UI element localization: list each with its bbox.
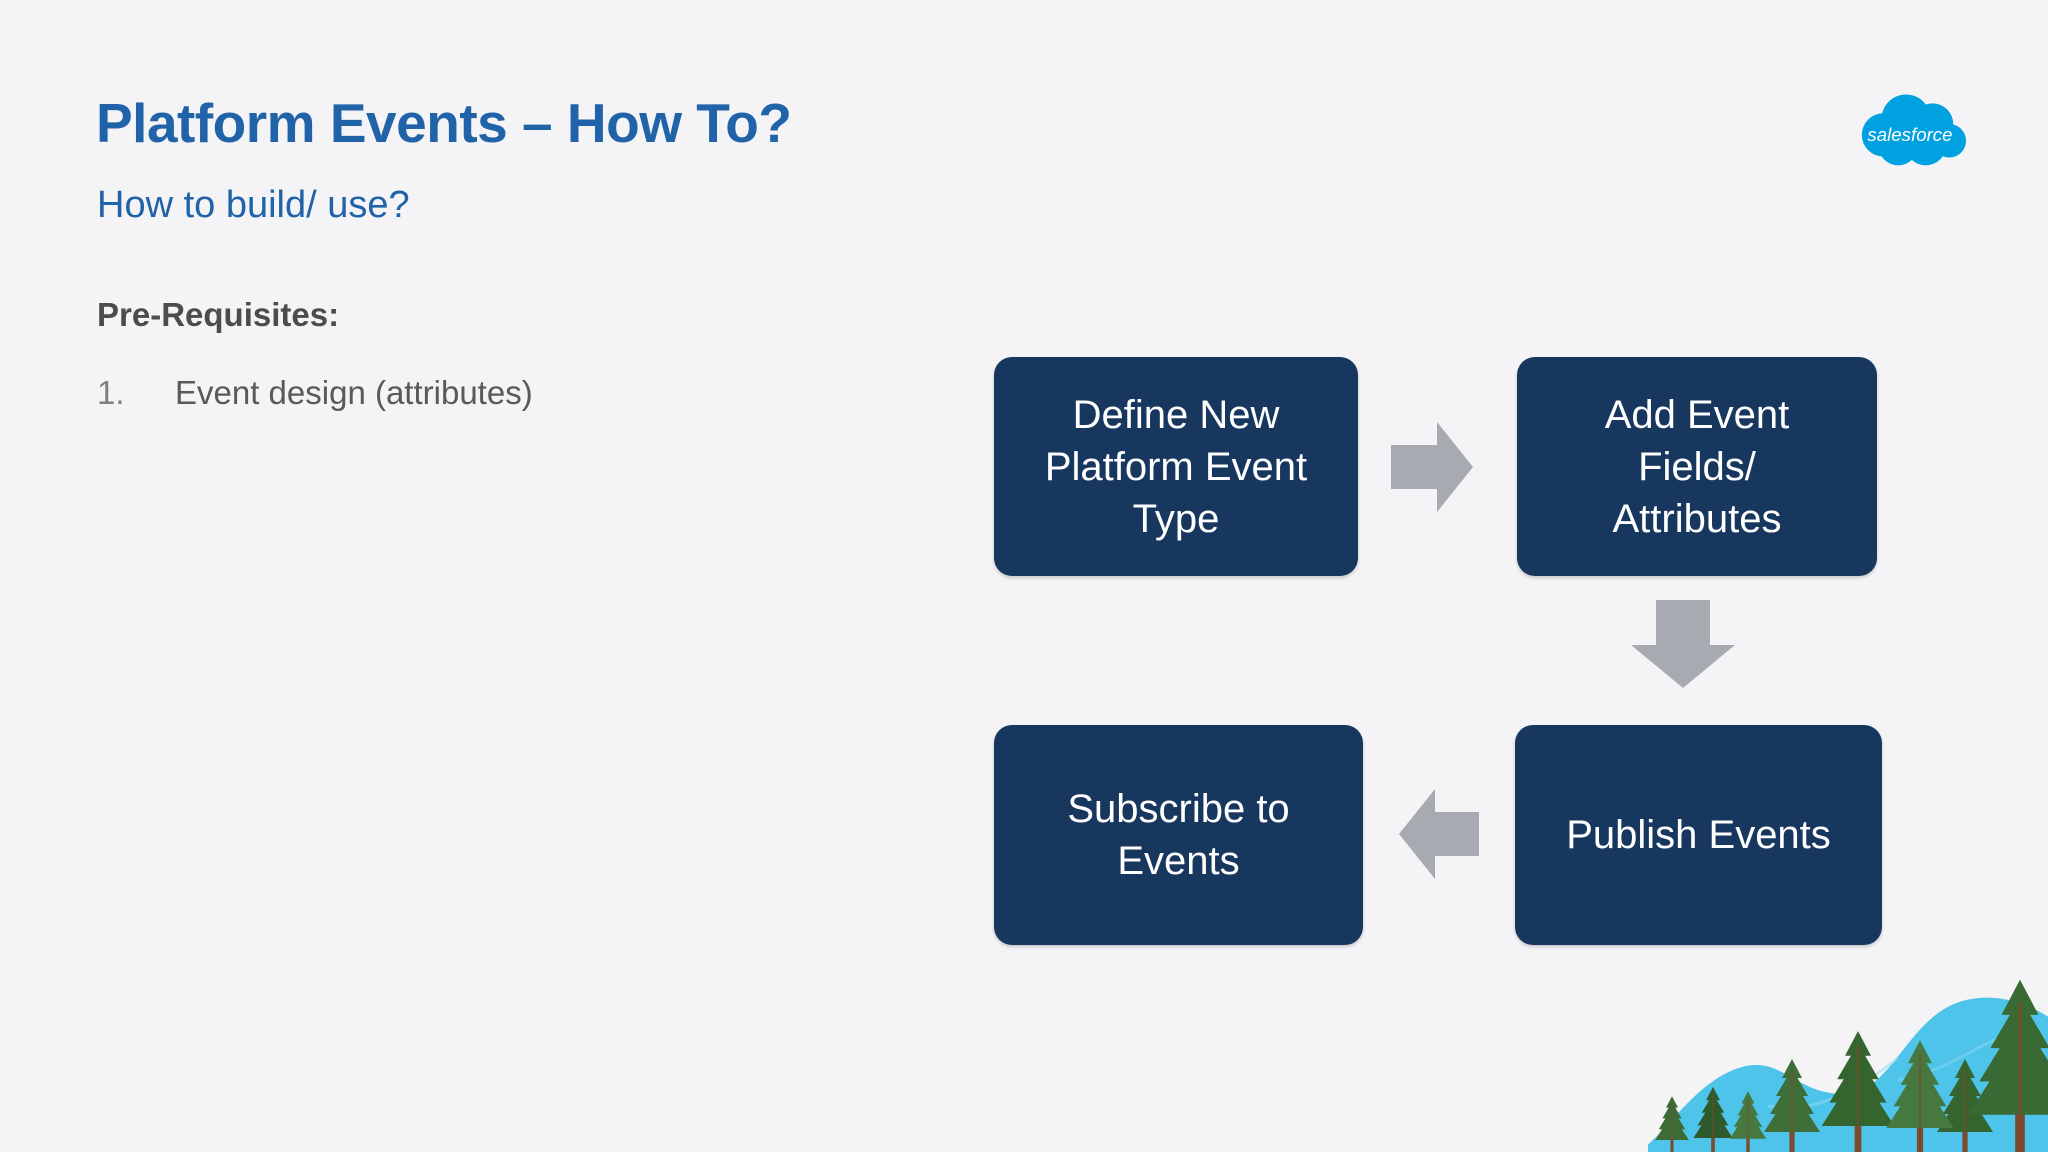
prerequisites-heading: Pre-Requisites: bbox=[97, 296, 340, 333]
salesforce-cloud-icon: salesforce bbox=[1861, 94, 1967, 166]
arrow-left-icon bbox=[1399, 789, 1479, 879]
flow-node-add-event-fields: Add Event Fields/ Attributes bbox=[1517, 357, 1877, 576]
flow-node-publish-events: Publish Events bbox=[1515, 725, 1882, 945]
arrow-down-icon bbox=[1631, 600, 1735, 688]
page-subtitle: How to build/ use? bbox=[97, 184, 410, 226]
list-item-number: 1. bbox=[97, 374, 125, 411]
arrow-right-icon bbox=[1391, 422, 1473, 512]
salesforce-logo: salesforce bbox=[1850, 82, 1968, 172]
flow-node-label: Add Event Fields/ Attributes bbox=[1604, 392, 1790, 541]
flow-node-label: Subscribe to Events bbox=[1067, 787, 1290, 883]
prerequisites-list: 1. Event design (attributes) bbox=[97, 374, 533, 412]
list-item-text: Event design (attributes) bbox=[175, 374, 533, 411]
flow-node-label: Define New Platform Event Type bbox=[1044, 392, 1308, 541]
page-title: Platform Events – How To? bbox=[96, 92, 792, 154]
salesforce-logo-text: salesforce bbox=[1867, 124, 1952, 145]
flow-node-subscribe-events: Subscribe to Events bbox=[994, 725, 1363, 945]
forest-illustration bbox=[1648, 980, 2048, 1152]
list-item: 1. Event design (attributes) bbox=[97, 374, 533, 412]
flow-node-define-event: Define New Platform Event Type bbox=[994, 357, 1358, 576]
flow-node-label: Publish Events bbox=[1566, 813, 1831, 857]
